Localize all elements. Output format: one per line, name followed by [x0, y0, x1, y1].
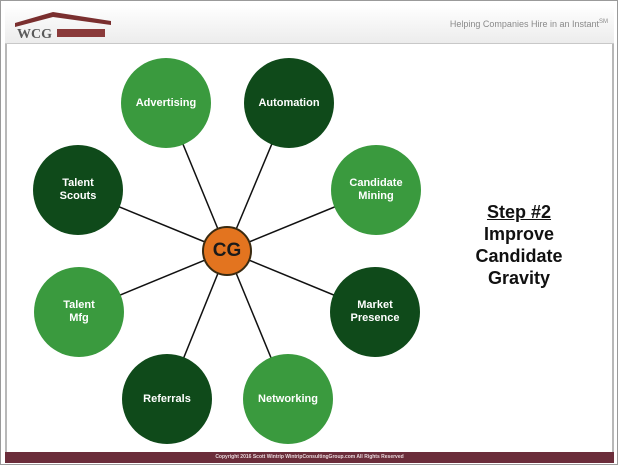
node-referrals: Referrals	[122, 354, 212, 444]
slide-body-frame	[5, 44, 614, 452]
tagline: Helping Companies Hire in an InstantSM	[450, 19, 608, 29]
step-line: Gravity	[487, 268, 551, 288]
tagline-text: Helping Companies Hire in an Instant	[449, 19, 599, 29]
node-label: Advertising	[135, 96, 197, 109]
step-line: Improve	[483, 224, 555, 244]
service-mark: SM	[599, 19, 608, 25]
copyright-footer: Copyright 2016 Scott Wintrip WintripCons…	[5, 452, 614, 463]
node-networking: Networking	[243, 354, 333, 444]
node-label: Market Presence	[350, 299, 400, 324]
step-title: Step #2	[486, 202, 552, 222]
node-candidate-mining: Candidate Mining	[331, 145, 421, 235]
wcg-logo: WCG	[15, 12, 111, 41]
node-market-presence: Market Presence	[330, 267, 420, 357]
node-label: Referrals	[143, 392, 191, 405]
node-talent-mfg: Talent Mfg	[34, 267, 124, 357]
copyright-text: Copyright 2016 Scott Wintrip WintripCons…	[215, 454, 404, 460]
node-label: Talent Mfg	[63, 299, 95, 324]
logo-wordmark: WCG	[17, 27, 52, 41]
node-label: Automation	[258, 96, 320, 109]
node-label: Networking	[258, 392, 318, 405]
center-node-cg: CG	[202, 226, 252, 276]
center-label: CG	[212, 240, 242, 261]
node-advertising: Advertising	[121, 58, 211, 148]
slide-header: WCG Helping Companies Hire in an Instant…	[5, 5, 614, 44]
node-label: Candidate Mining	[349, 177, 403, 202]
node-label: Talent Scouts	[59, 177, 97, 202]
step-callout: Step #2 Improve Candidate Gravity	[463, 201, 575, 289]
step-line: Candidate	[475, 246, 563, 266]
node-talent-scouts: Talent Scouts	[33, 145, 123, 235]
node-automation: Automation	[244, 58, 334, 148]
